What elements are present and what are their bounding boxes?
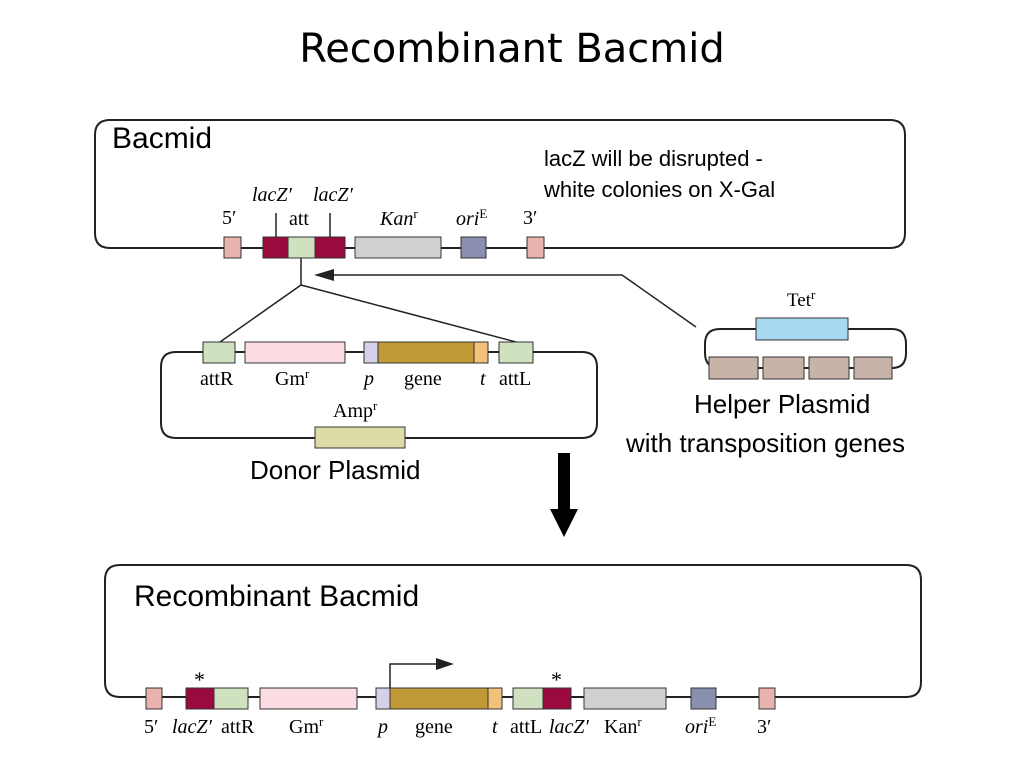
bacmid-kan-label: Kanr xyxy=(380,206,418,230)
recomb-p-block xyxy=(375,687,391,710)
bacmid-outline xyxy=(94,119,906,249)
donor-gene-label: gene xyxy=(404,368,442,390)
recomb-gm-block xyxy=(259,687,358,710)
helper-gene-block-1 xyxy=(708,356,759,380)
recomb-gene-block xyxy=(389,687,489,710)
helper-tet-block xyxy=(755,317,849,341)
helper-tet-label: Tetr xyxy=(787,287,816,311)
recomb-p-label: p xyxy=(378,716,388,738)
bacmid-3prime-block xyxy=(526,236,545,259)
page-title: Recombinant Bacmid xyxy=(299,26,725,72)
donor-attL-label: attL xyxy=(499,368,532,390)
bacmid-ori-label: oriE xyxy=(456,206,488,230)
helper-label-line1: Helper Plasmid xyxy=(694,389,871,419)
recomb-attR-block xyxy=(213,687,249,710)
recomb-attL-label: attL xyxy=(510,716,543,738)
recomb-3prime-label: 3′ xyxy=(757,716,772,738)
helper-arrow-line xyxy=(330,274,697,328)
recomb-gene-label: gene xyxy=(415,716,453,738)
bacmid-lacz-left-block xyxy=(262,236,289,259)
recomb-lacz-right-block xyxy=(542,687,572,710)
recombinant-label: Recombinant Bacmid xyxy=(134,580,420,613)
recomb-kan-label: Kanr xyxy=(604,714,642,738)
recomb-3prime-block xyxy=(758,687,776,710)
down-arrow-shaft xyxy=(558,453,570,511)
recomb-5prime-label: 5′ xyxy=(144,716,159,738)
bacmid-5prime-block xyxy=(223,236,242,259)
bacmid-kan-block xyxy=(354,236,442,259)
donor-outline xyxy=(160,351,598,439)
bacmid-3prime-label: 3′ xyxy=(523,207,538,229)
helper-gene-block-3 xyxy=(808,356,850,380)
helper-label-line2: with transposition genes xyxy=(626,428,905,458)
recomb-star-right: * xyxy=(551,667,562,692)
bacmid-5prime-label: 5′ xyxy=(222,207,237,229)
bacmid-lacz-right-block xyxy=(314,236,346,259)
helper-gene-block-4 xyxy=(853,356,893,380)
bacmid-note-line2: white colonies on X-Gal xyxy=(544,177,776,202)
recomb-attR-label: attR xyxy=(221,716,255,738)
down-arrow-head xyxy=(550,509,578,537)
donor-t-label: t xyxy=(480,368,486,390)
donor-p-label: p xyxy=(364,368,374,390)
recomb-t-label: t xyxy=(492,716,498,738)
recombinant-outline xyxy=(104,564,922,698)
promoter-arrowhead xyxy=(436,658,454,670)
bacmid-label: Bacmid xyxy=(112,122,213,155)
recomb-lacz-right-label: lacZ′ xyxy=(549,716,589,738)
helper-gene-block-2 xyxy=(762,356,805,380)
donor-attR-block xyxy=(202,341,236,364)
helper-arrowhead xyxy=(314,269,334,281)
donor-attR-label: attR xyxy=(200,368,234,390)
bacmid-ori-block xyxy=(460,236,487,259)
donor-gene-block xyxy=(377,341,475,364)
donor-amp-block xyxy=(314,426,406,449)
bacmid-lacz-right-label: lacZ′ xyxy=(313,184,353,206)
promoter-arrow-line xyxy=(389,663,440,688)
donor-gm-label: Gmr xyxy=(275,366,310,390)
bacmid-lacz-left-label: lacZ′ xyxy=(252,184,292,206)
recomb-ori-block xyxy=(690,687,717,710)
recomb-gm-label: Gmr xyxy=(289,714,324,738)
donor-gm-block xyxy=(244,341,346,364)
recomb-t-block xyxy=(487,687,503,710)
recomb-attL-block xyxy=(512,687,544,710)
bacmid-att-label: att xyxy=(289,208,309,230)
donor-t-block xyxy=(473,341,489,364)
recomb-star-left: * xyxy=(194,667,205,692)
recomb-5prime-block xyxy=(145,687,163,710)
donor-attL-block xyxy=(498,341,534,364)
recomb-kan-block xyxy=(583,687,667,710)
recomb-ori-label: oriE xyxy=(685,714,717,738)
donor-plasmid-label: Donor Plasmid xyxy=(250,455,421,485)
bacmid-note-line1: lacZ will be disrupted - xyxy=(544,146,763,171)
donor-amp-label: Ampr xyxy=(333,398,378,422)
recomb-lacz-left-label: lacZ′ xyxy=(172,716,212,738)
donor-p-block xyxy=(363,341,379,364)
bacmid-att-block xyxy=(287,236,316,259)
